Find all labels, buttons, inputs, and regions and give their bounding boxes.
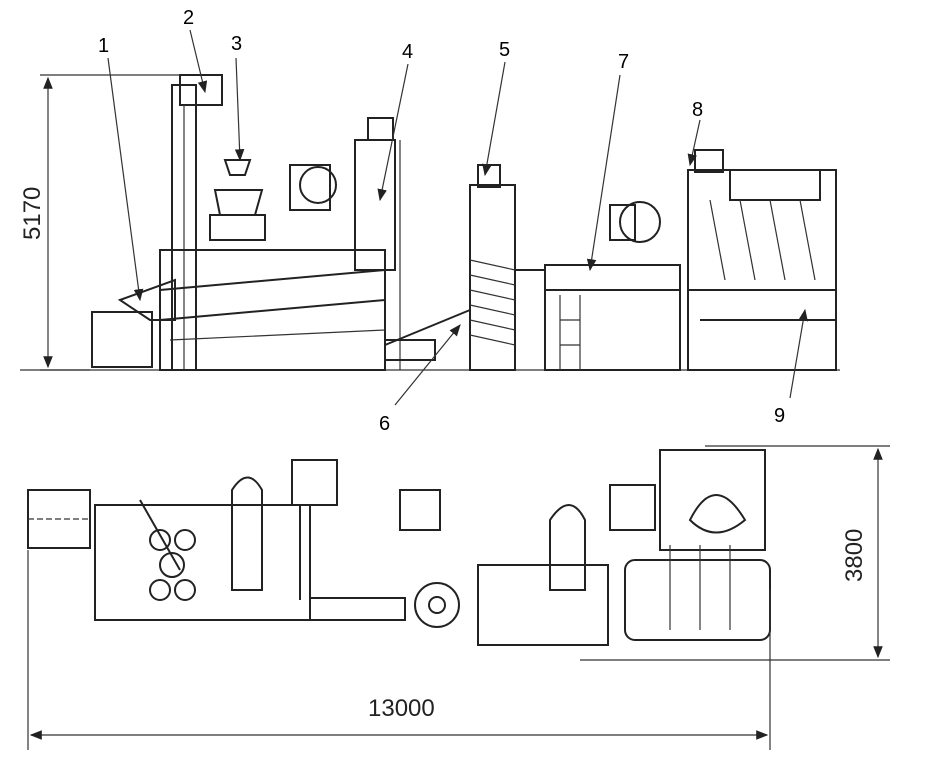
callout-9: 9 [774,405,785,427]
height-dimension: 5170 [19,74,180,371]
huller [209,159,266,241]
callout-1: 1 [98,35,109,57]
elevator-5 [469,164,545,371]
callout-8: 8 [692,99,703,121]
top-view [27,449,771,646]
callout-7: 7 [618,51,629,73]
callout-6: 6 [379,413,390,435]
width-dimension: 3800 [580,445,890,661]
aspirator-unit [687,149,837,371]
side-view [20,74,840,371]
conveyor [384,309,471,346]
length-dimension: 13000 [27,550,771,750]
callout-2: 2 [183,7,194,29]
width-dimension-label: 3800 [841,529,868,582]
bucket-elevator [171,74,223,371]
callout-leaders [107,29,808,406]
gravity-separator [544,201,681,371]
height-dimension-label: 5170 [19,187,46,240]
length-dimension-label: 13000 [368,695,435,722]
callout-3: 3 [231,33,242,55]
callout-4: 4 [402,41,413,63]
feeder-hopper [91,278,176,368]
callout-5: 5 [499,39,510,61]
separator-frame [159,117,436,371]
